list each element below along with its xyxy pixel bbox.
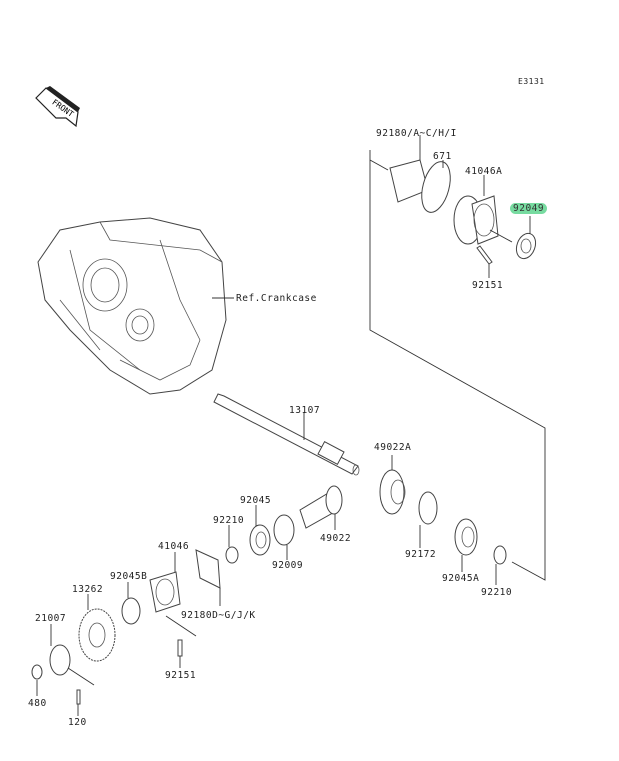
part-label-13107[interactable]: 13107 (289, 405, 321, 416)
part-label-41046a[interactable]: 41046A (465, 166, 503, 177)
part-label-13262[interactable]: 13262 (72, 584, 104, 595)
part-label-92172[interactable]: 92172 (405, 549, 437, 560)
front-arrow-icon: FRONT (35, 86, 80, 128)
bolt-92151-bottom-drawing (177, 639, 183, 657)
gasket-92180d-drawing (195, 549, 221, 589)
diagram-code: E3131 (518, 77, 545, 86)
part-label-92045a[interactable]: 92045A (442, 573, 480, 584)
part-label-92045[interactable]: 92045 (240, 495, 272, 506)
shaft-13107-drawing (213, 393, 360, 476)
part-label-480[interactable]: 480 (28, 698, 47, 709)
pinion-49022-drawing (299, 485, 343, 529)
seal-92049-drawing (515, 232, 537, 260)
o-ring-671-drawing (421, 161, 451, 213)
ring-92172-drawing (418, 491, 438, 525)
part-label-92180a[interactable]: 92180/A~C/H/I (376, 128, 457, 139)
part-label-49022a[interactable]: 49022A (374, 442, 412, 453)
screw-120-drawing (76, 689, 81, 705)
part-label-120[interactable]: 120 (68, 717, 87, 728)
bevel-gear-49022a-drawing (379, 469, 406, 515)
part-label-671[interactable]: 671 (433, 151, 452, 162)
bolt-92151-drawing (476, 245, 493, 265)
bearing-92045-drawing (249, 524, 271, 556)
gear-13262-drawing (78, 608, 116, 662)
part-label-41046[interactable]: 41046 (158, 541, 190, 552)
housing-41046a-drawing (453, 195, 499, 245)
ring-92009-drawing (273, 514, 295, 546)
circlip-480-drawing (31, 664, 43, 680)
part-label-92151-top[interactable]: 92151 (472, 280, 504, 291)
seal-92210-right-drawing (493, 545, 507, 565)
part-label-92210-left[interactable]: 92210 (213, 515, 245, 526)
part-label-49022[interactable]: 49022 (320, 533, 352, 544)
part-label-92045b[interactable]: 92045B (110, 571, 148, 582)
part-label-92210-right[interactable]: 92210 (481, 587, 513, 598)
bearing-92045b-drawing (121, 597, 141, 625)
housing-41046-drawing (149, 571, 181, 613)
part-label-92009[interactable]: 92009 (272, 560, 304, 571)
bearing-92045a-drawing (454, 518, 478, 556)
part-label-92049-highlighted[interactable]: 92049 (510, 203, 548, 214)
part-label-92180d[interactable]: 92180D~G/J/K (181, 610, 256, 621)
reference-label: Ref.Crankcase (236, 293, 317, 304)
crankcase-drawing (37, 217, 227, 395)
seal-92210-left-drawing (225, 546, 239, 564)
assembly-box-outline (369, 150, 546, 581)
plate-21007-drawing (49, 644, 71, 676)
part-label-21007[interactable]: 21007 (35, 613, 67, 624)
part-label-92151-bottom[interactable]: 92151 (165, 670, 197, 681)
